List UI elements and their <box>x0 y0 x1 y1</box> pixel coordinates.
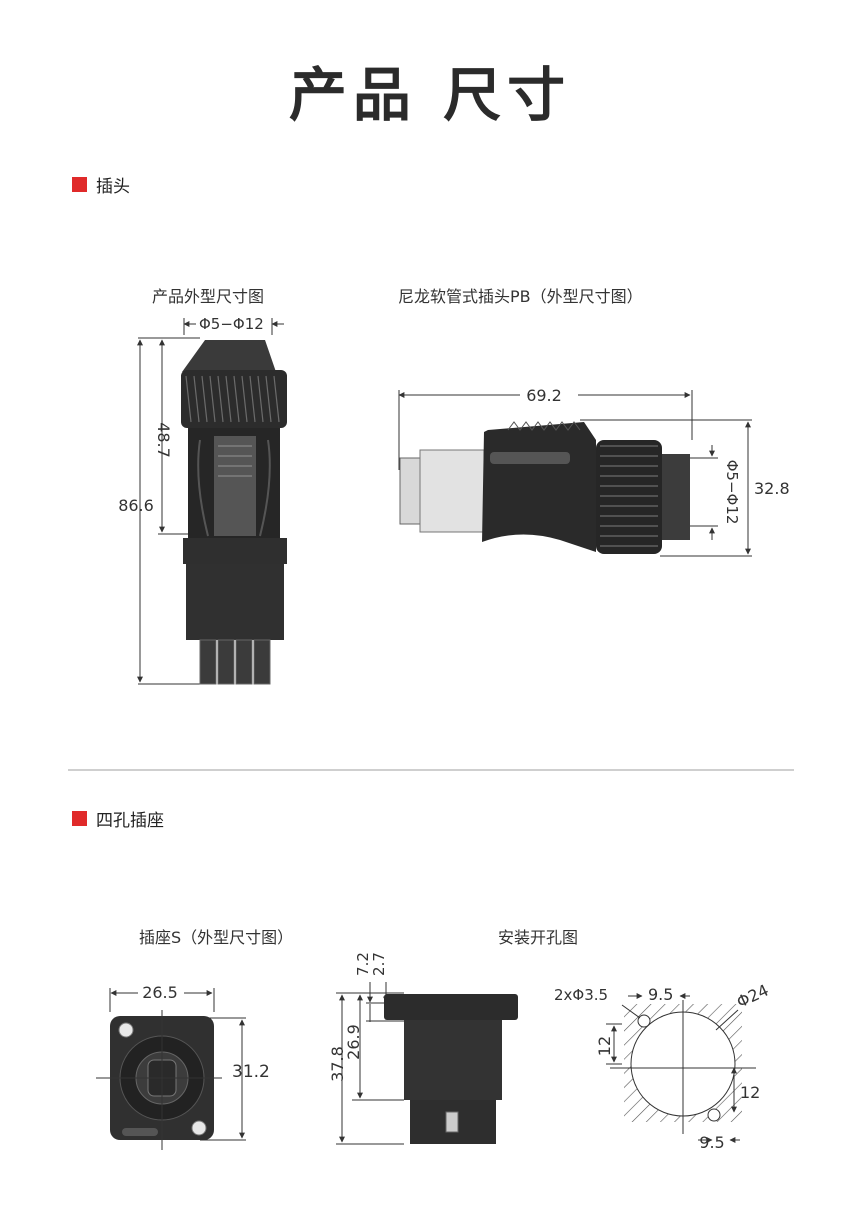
dim-hole-pitch-bottom-label: 9.5 <box>699 1133 724 1152</box>
section-heading-plug: 插头 <box>72 172 130 197</box>
dim-side-d2-label: 2.7 <box>370 952 388 976</box>
dim-side-d1-label: 7.2 <box>354 952 372 976</box>
dim-hole-screw-label: 2xΦ3.5 <box>554 986 608 1004</box>
plug-pb-drawing: 69.2 32.8 Φ5−Φ12 <box>398 386 790 557</box>
dim-total-length-label: 86.6 <box>118 496 154 515</box>
dim-pb-diameter-label: Φ5−Φ12 <box>723 460 741 525</box>
section-heading-text: 插头 <box>96 177 130 197</box>
caption-pb: 尼龙软管式插头PB（外型尺寸图） <box>398 287 643 306</box>
dim-hole-right-label: 12 <box>740 1083 760 1102</box>
page-title: 产品 尺寸 <box>288 61 572 129</box>
section-heading-text: 四孔插座 <box>96 811 164 831</box>
dim-side-d4-label: 26.9 <box>344 1024 363 1060</box>
dim-hole-pitch-top-label: 9.5 <box>648 985 673 1004</box>
section-heading-socket: 四孔插座 <box>72 806 164 831</box>
dim-pb-height-label: 32.8 <box>754 479 790 498</box>
dim-head-length-label: 48.7 <box>154 422 173 458</box>
section-divider <box>68 769 794 771</box>
caption-outline: 产品外型尺寸图 <box>152 287 265 306</box>
red-square-icon <box>72 811 87 826</box>
caption-socket: 插座S（外型尺寸图） <box>139 928 294 947</box>
dim-side-d3-label: 37.8 <box>328 1046 347 1082</box>
plug-outline-drawing: Φ5−Φ12 48.7 86.6 <box>118 315 287 685</box>
dim-front-width-label: 26.5 <box>142 983 178 1002</box>
dim-pb-length-label: 69.2 <box>526 386 562 405</box>
dim-diameter-label: Φ5−Φ12 <box>199 315 264 333</box>
caption-hole: 安装开孔图 <box>498 928 579 947</box>
dim-hole-left-label: 12 <box>595 1036 614 1056</box>
dim-hole-diameter-label: Φ24 <box>734 980 772 1011</box>
red-square-icon <box>72 177 87 192</box>
dim-front-height-label: 31.2 <box>232 1062 270 1082</box>
